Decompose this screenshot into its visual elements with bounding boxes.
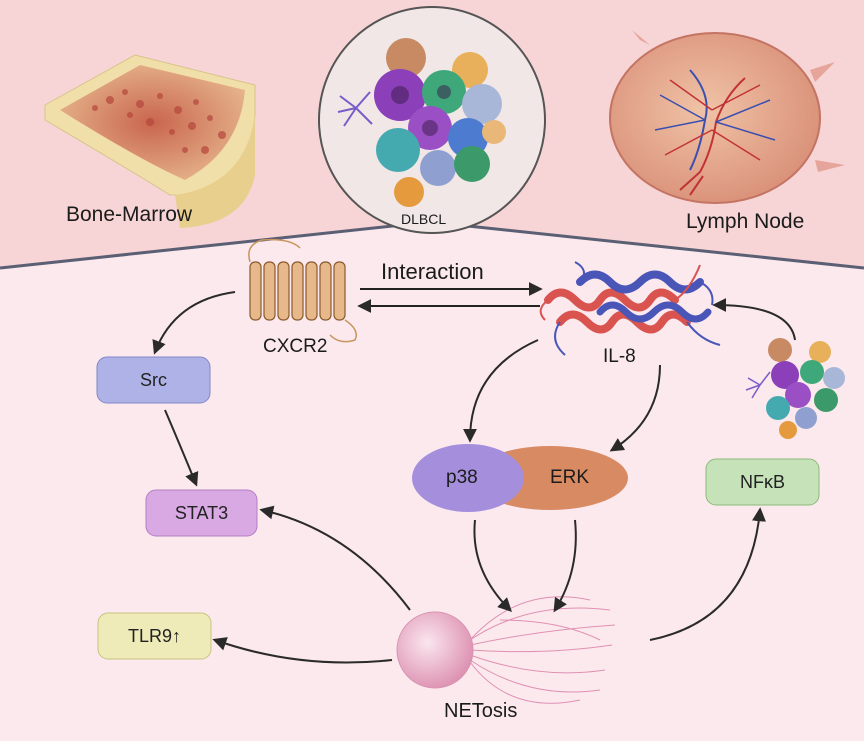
lymph-node-image (609, 30, 845, 204)
dlbcl-to-il8-arrow (712, 298, 796, 341)
cxcr2-receptor (248, 238, 357, 343)
tlr9-box: TLR9↑ (98, 613, 211, 659)
netosis-to-stat3-arrow (259, 505, 411, 611)
p38-label: p38 (446, 467, 478, 488)
dlbcl-label: DLBCL (401, 211, 447, 227)
cxcr2-label: CXCR2 (263, 336, 328, 357)
erk-to-netosis-arrow (553, 519, 577, 613)
up-arrow-icon: ↑ (172, 625, 181, 646)
il8-to-p38-arrow (463, 339, 539, 443)
il8-label: IL-8 (603, 346, 636, 367)
netosis-to-nfkb-arrow (649, 507, 766, 641)
p38-oval (412, 444, 524, 512)
dlbcl-cluster-small (745, 338, 845, 439)
stat3-box-shape (145, 489, 258, 537)
interaction-label: Interaction (381, 259, 484, 284)
bone-marrow-image (44, 54, 256, 228)
src-box: Src (97, 357, 210, 403)
nfkb-box: NFκB (706, 459, 819, 505)
tlr9-label: TLR9 (127, 625, 172, 646)
src-to-stat3-arrow (164, 409, 199, 487)
stat3-label: STAT3 (174, 502, 229, 523)
p38-to-netosis-arrow (473, 519, 512, 612)
pathway-arrows (152, 291, 796, 664)
cxcr2-to-src-arrow (152, 291, 236, 355)
nfkb-box-shape (705, 458, 820, 506)
netosis-cell (396, 596, 616, 704)
lymph-node-label: Lymph Node (686, 210, 805, 233)
stat3-box: STAT3 (146, 490, 257, 536)
bone-marrow-label: Bone-Marrow (66, 203, 193, 226)
erk-label: ERK (550, 467, 590, 488)
il8-to-erk-arrow (609, 364, 661, 452)
src-box-shape (96, 356, 211, 404)
dlbcl-circle (318, 6, 546, 234)
netosis-to-tlr9-arrow (212, 637, 393, 664)
nfkb-label: NFκB (740, 471, 785, 492)
tlr9-box-shape (97, 612, 212, 660)
il8-protein (539, 261, 721, 356)
src-label: Src (140, 369, 167, 390)
netosis-label: NETosis (444, 700, 518, 722)
